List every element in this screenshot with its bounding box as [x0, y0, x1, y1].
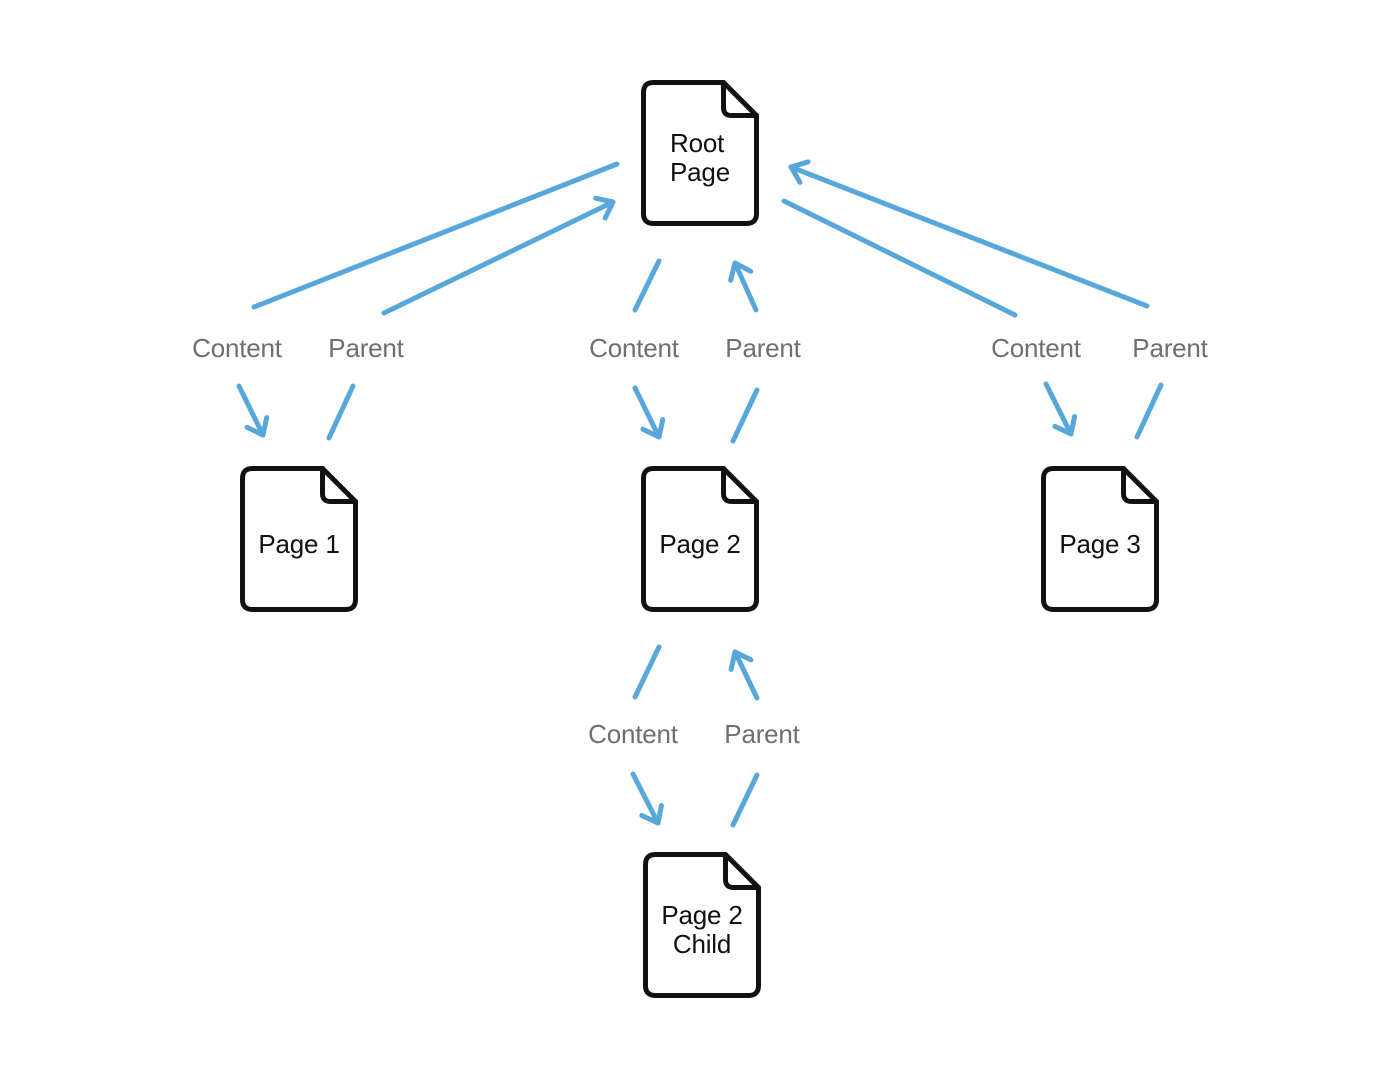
- arrow-parent-page1-to-root-lower: [326, 383, 356, 441]
- edge-label-parent-page2-root: Parent: [725, 333, 801, 363]
- document-icon: [1041, 466, 1159, 612]
- node-page-2-child: Page 2 Child: [643, 852, 761, 998]
- arrow-parent-page1-to-root-upper: [381, 195, 616, 316]
- document-icon: [641, 466, 759, 612]
- arrow-content-root-to-page1-lower: [236, 383, 270, 438]
- arrow-content-root-to-page2-lower: [632, 385, 666, 440]
- node-root-page: Root Page: [641, 80, 759, 226]
- document-icon: [641, 80, 759, 226]
- arrow-parent-child-to-page2-upper: [728, 649, 760, 701]
- arrow-content-root-to-page3-lower: [1043, 381, 1078, 437]
- arrow-parent-page2-to-root-lower: [730, 387, 760, 444]
- arrow-content-page2-to-child-upper: [632, 644, 662, 700]
- node-page-2: Page 2: [641, 466, 759, 612]
- arrow-content-page2-to-child-lower: [630, 771, 664, 826]
- edge-label-content-root-page2: Content: [589, 333, 679, 363]
- arrow-parent-page3-to-root-upper: [788, 159, 1150, 309]
- arrow-parent-child-to-page2-lower: [730, 772, 760, 828]
- arrow-content-root-to-page1-upper: [251, 161, 620, 310]
- node-page-3: Page 3: [1041, 466, 1159, 612]
- edge-label-content-root-page1: Content: [192, 333, 282, 363]
- edge-label-parent-page1-root: Parent: [328, 333, 404, 363]
- edge-label-parent-child-page2: Parent: [724, 719, 800, 749]
- arrow-content-root-to-page3-upper: [781, 198, 1018, 318]
- edge-label-parent-page3-root: Parent: [1132, 333, 1208, 363]
- node-page-1: Page 1: [240, 466, 358, 612]
- arrow-parent-page3-to-root-lower: [1134, 382, 1164, 440]
- document-icon: [240, 466, 358, 612]
- document-icon: [643, 852, 761, 998]
- edge-label-content-page2-child: Content: [588, 719, 678, 749]
- arrow-parent-page2-to-root-upper: [728, 260, 759, 313]
- arrow-content-root-to-page2-upper: [632, 258, 662, 313]
- edge-label-content-root-page3: Content: [991, 333, 1081, 363]
